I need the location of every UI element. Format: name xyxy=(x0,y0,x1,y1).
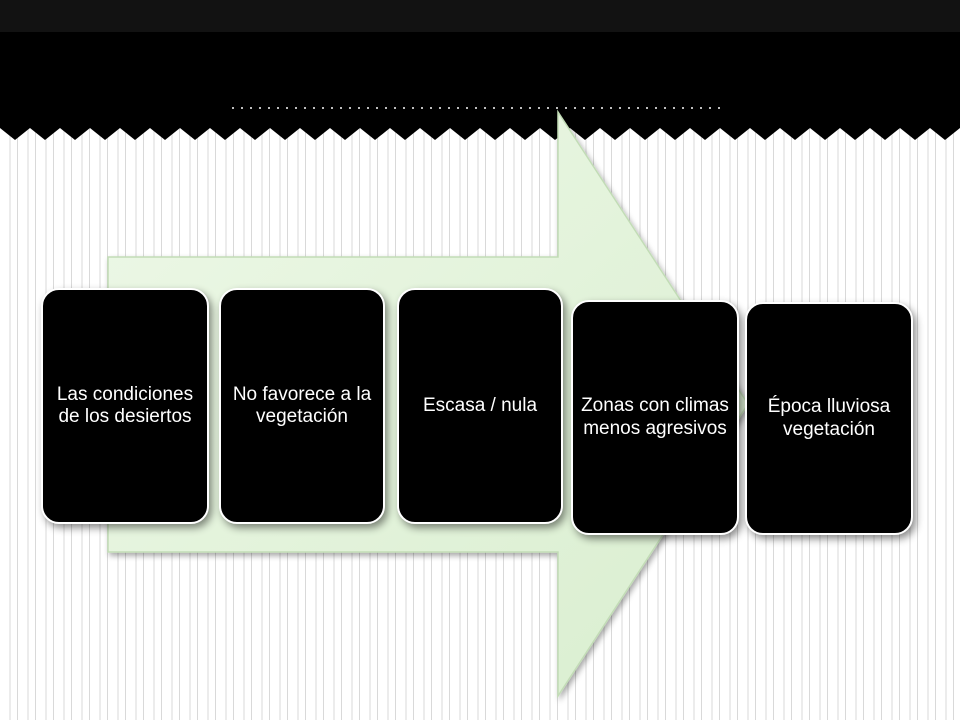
step-label: Zonas con climas menos agresivos xyxy=(581,395,729,439)
header-band xyxy=(0,0,960,140)
step-no-favorece: No favorece a la vegetación xyxy=(219,288,385,524)
step-zonas-con-climas: Zonas con climas menos agresivos xyxy=(571,300,739,535)
step-label: No favorece a la vegetación xyxy=(232,383,372,427)
step-label: Época lluviosa vegetación xyxy=(767,396,891,440)
step-escasa-nula: Escasa / nula xyxy=(397,288,563,524)
step-epoca-lluviosa: Época lluviosa vegetación xyxy=(745,302,913,535)
step-label: Escasa / nula xyxy=(422,394,538,416)
step-las-condiciones: Las condiciones de los desiertos xyxy=(41,288,209,524)
step-label: Las condiciones de los desiertos xyxy=(56,383,194,427)
header-zigzag-shape xyxy=(0,0,960,140)
header-top-strip xyxy=(0,0,960,32)
